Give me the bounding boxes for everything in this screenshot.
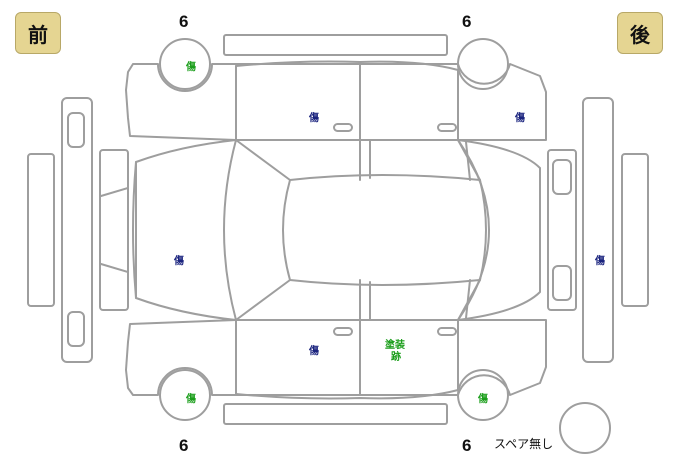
tire-value-rear-left: 6 xyxy=(462,12,472,31)
headlight-upper xyxy=(67,112,85,148)
rear-bumper-outer xyxy=(621,153,649,307)
damage-mark-rear-left-quarter: 傷 xyxy=(515,113,525,124)
front-bumper-outer xyxy=(27,153,55,307)
right-side-body xyxy=(125,319,547,396)
right-side-sill xyxy=(223,403,448,425)
front-badge: 前 xyxy=(15,12,61,54)
damage-mark-right-front-door: 傷 xyxy=(309,346,319,357)
damage-mark-front-left-wheel: 傷 xyxy=(186,62,196,73)
left-side-body xyxy=(125,63,547,141)
front-right-wheel xyxy=(159,369,211,421)
tire-value-front-left: 6 xyxy=(179,12,189,31)
rear-label: 後 xyxy=(630,22,650,47)
front-left-wheel xyxy=(159,38,211,90)
tire-value-rear-right: 6 xyxy=(462,436,472,455)
damage-mark-hood: 傷 xyxy=(174,256,184,267)
taillight-lower xyxy=(552,265,572,301)
damage-mark-paint-line2: 跡 xyxy=(391,352,401,363)
left-side-sill xyxy=(223,34,448,56)
spare-tire-label: スペア無し xyxy=(494,437,554,451)
rear-bumper xyxy=(582,97,614,363)
damage-mark-left-front-door: 傷 xyxy=(309,113,319,124)
roof-panel xyxy=(282,174,487,286)
rear-panel xyxy=(547,149,577,311)
spare-tire xyxy=(559,402,611,454)
damage-mark-paint-line1: 塗装 xyxy=(385,340,405,351)
front-bumper xyxy=(61,97,93,363)
hood-panel xyxy=(132,161,137,299)
damage-mark-trunk: 傷 xyxy=(595,256,605,267)
front-label: 前 xyxy=(28,22,48,47)
taillight-upper xyxy=(552,159,572,195)
tire-value-front-right: 6 xyxy=(179,436,189,455)
front-grille xyxy=(99,149,129,311)
damage-mark-rear-right-wheel: 傷 xyxy=(478,394,488,405)
rear-badge: 後 xyxy=(617,12,663,54)
headlight-lower xyxy=(67,311,85,347)
damage-mark-front-right-wheel: 傷 xyxy=(186,394,196,405)
rear-left-wheel xyxy=(457,38,509,90)
top-view-body xyxy=(135,139,541,321)
